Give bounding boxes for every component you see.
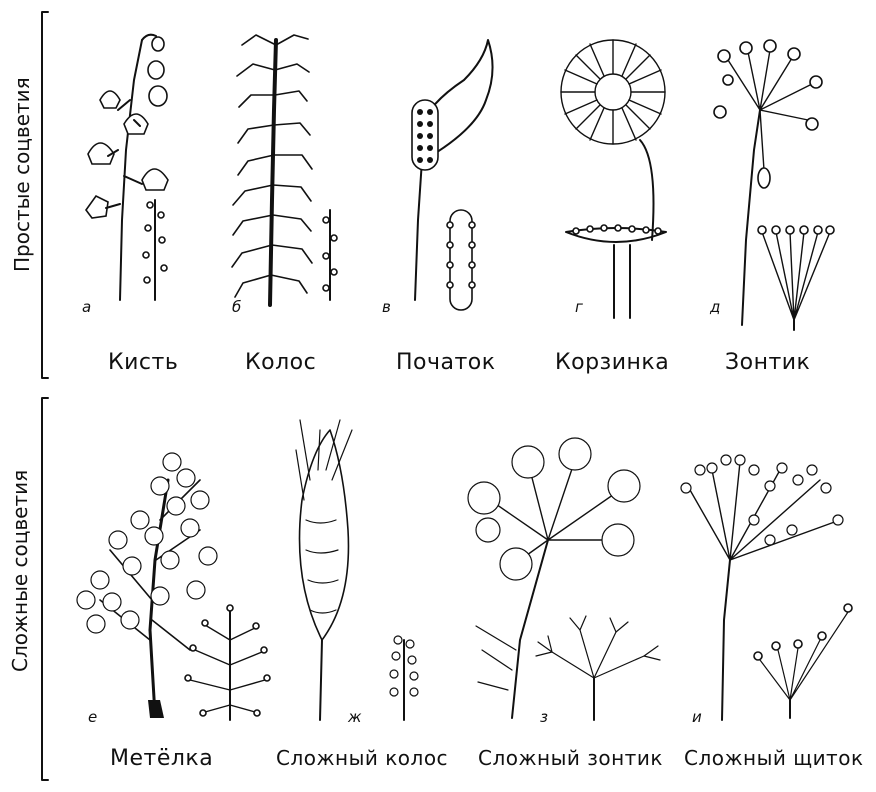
- spike-drawing: [232, 35, 337, 305]
- basket-drawing: [561, 40, 666, 318]
- letter-g: г: [575, 298, 583, 316]
- letter-i: и: [692, 708, 702, 726]
- label-compound-umbel: Сложный зонтик: [478, 746, 663, 770]
- umbel-drawing: [714, 40, 834, 330]
- letter-zh: ж: [348, 708, 362, 726]
- raceme-drawing: [86, 35, 168, 300]
- spadix-drawing: [412, 40, 493, 310]
- label-basket: Корзинка: [555, 350, 669, 375]
- panicle-drawing: [77, 453, 270, 720]
- bracket-complex: [42, 398, 48, 780]
- group-label-complex: Сложные соцветия: [8, 512, 32, 672]
- bracket-simple: [42, 12, 48, 378]
- letter-e: е: [88, 708, 97, 726]
- label-compound-spike: Сложный колос: [276, 746, 448, 770]
- letter-z: з: [540, 708, 548, 726]
- label-panicle: Метёлка: [110, 746, 213, 771]
- letter-a: а: [82, 298, 91, 316]
- compound-corymb-drawing: [681, 455, 852, 720]
- label-compound-corymb: Сложный щиток: [684, 746, 864, 770]
- label-spike: Колос: [245, 350, 316, 375]
- letter-b: б: [232, 298, 241, 316]
- compound-umbel-drawing: [468, 438, 660, 720]
- letter-d: д: [710, 298, 720, 316]
- group-label-simple: Простые соцветия: [10, 112, 34, 272]
- compound-spike-drawing: [296, 420, 418, 720]
- label-raceme: Кисть: [108, 350, 178, 375]
- label-umbel: Зонтик: [725, 350, 810, 375]
- label-spadix: Початок: [396, 350, 496, 375]
- letter-v: в: [382, 298, 391, 316]
